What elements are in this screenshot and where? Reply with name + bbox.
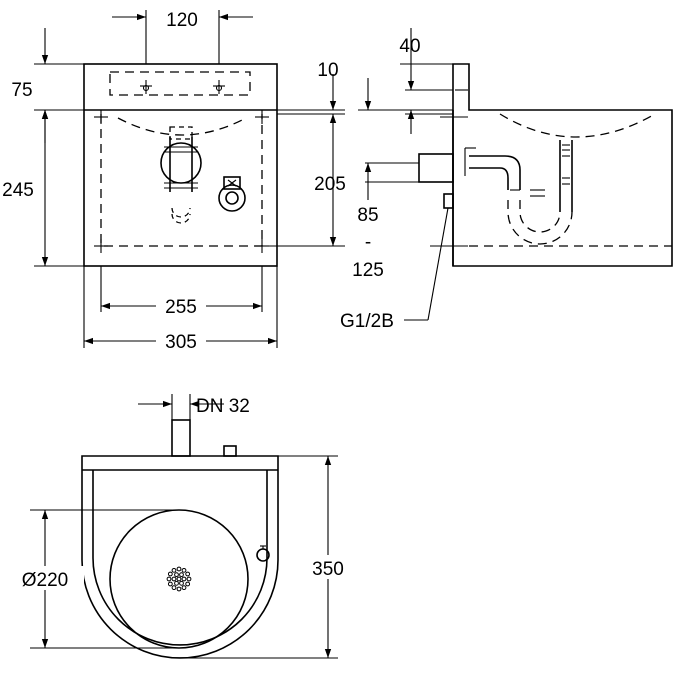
drain-hole (167, 571, 173, 577)
drain-hole (181, 567, 187, 573)
side-body-outline (452, 63, 673, 267)
dim-85-125: 85 - 125 (352, 163, 384, 281)
fixing-mark-tr (255, 110, 269, 124)
drain-grate (166, 566, 192, 592)
front-valve (218, 176, 246, 212)
dim-dn32-label: DN 32 (196, 396, 250, 417)
front-siphon (160, 126, 202, 224)
dim-125-label: 125 (352, 260, 384, 281)
sensor-knob (256, 545, 270, 562)
thread-connector (443, 193, 454, 209)
dim-40: 40 (399, 28, 453, 134)
side-siphon (464, 140, 573, 245)
front-elevation: 120 75 245 10 205 (2, 10, 346, 353)
dim-255: 255 (100, 266, 263, 318)
dim-220: Ø220 (6, 509, 179, 649)
side-basin-curve (499, 113, 656, 138)
dim-40-label: 40 (399, 36, 420, 57)
fixing-mark-bl (94, 239, 108, 253)
dim-305: 305 (83, 266, 278, 353)
inlet-stub (418, 153, 454, 183)
dim-350-label: 350 (312, 559, 344, 580)
dim-75-label: 75 (11, 80, 32, 101)
drain-hole (171, 585, 177, 591)
waste-pipe (171, 419, 191, 457)
drain-hole (176, 576, 182, 582)
drain-hole (179, 580, 184, 586)
drain-hole (174, 572, 179, 578)
drain-hole (185, 581, 191, 587)
thread-label: G1/2B (340, 311, 394, 332)
plan-body-outline (81, 455, 279, 659)
dim-245: 245 (2, 110, 84, 267)
drain-hole (176, 566, 182, 572)
control-panel-outline (109, 71, 251, 96)
dim-10-label: 10 (317, 60, 338, 81)
basin-curve (117, 117, 247, 136)
dim-120: 120 (112, 10, 253, 64)
plan-view: DN 32 Ø220 350 (6, 394, 352, 659)
inner-hidden-box (100, 114, 263, 247)
dim-sep-label: - (365, 232, 371, 253)
drain-hole (181, 585, 187, 591)
bowl-circle (109, 509, 249, 649)
drain-hole (176, 586, 182, 592)
dim-255-label: 255 (165, 297, 197, 318)
dim-205: 205 (262, 114, 346, 247)
dim-205-label: 205 (314, 174, 346, 195)
dim-dn32: DN 32 (138, 394, 250, 420)
drain-hole (171, 576, 177, 582)
dim-245-label: 245 (2, 180, 34, 201)
fixing-mark-tl (94, 110, 108, 124)
side-elevation: 40 85 - 125 G1/2B (340, 28, 673, 332)
push-button (223, 445, 237, 457)
drain-hole (186, 576, 192, 582)
drain-hole (179, 572, 184, 578)
drain-hole (181, 576, 187, 582)
panel-screw-right (213, 80, 225, 94)
dim-85-label: 85 (357, 205, 378, 226)
dim-10: 10 (277, 60, 345, 115)
drain-hole (174, 580, 179, 586)
drain-hole (166, 576, 172, 582)
drain-hole (185, 571, 191, 577)
panel-screw-left (140, 80, 152, 94)
dim-75: 75 (11, 28, 84, 143)
dim-350: 350 (180, 455, 352, 659)
plan-inner-rim (92, 470, 268, 646)
thread-callout: G1/2B (340, 207, 449, 332)
dim-220-label: Ø220 (22, 570, 68, 591)
front-body-outline (83, 63, 278, 267)
drain-hole (167, 581, 173, 587)
dim-305-label: 305 (165, 332, 197, 353)
dim-120-label: 120 (166, 10, 198, 31)
dim-side-10 (358, 78, 405, 111)
drain-hole (171, 567, 177, 573)
